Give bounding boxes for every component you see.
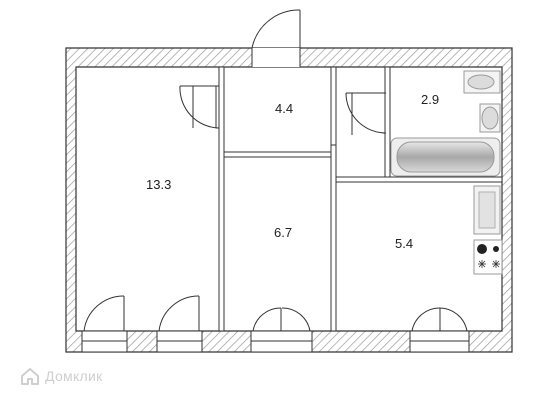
window-sashes bbox=[83, 295, 468, 332]
entrance-door bbox=[251, 9, 301, 67]
watermark-text: Домклик bbox=[45, 368, 103, 384]
door-large-room bbox=[179, 85, 220, 129]
room-area-bath: 2.9 bbox=[421, 92, 439, 107]
stove bbox=[473, 239, 503, 275]
room-area-kitchen: 5.4 bbox=[395, 236, 413, 251]
entrance-opening bbox=[252, 48, 300, 67]
door-bath bbox=[345, 92, 387, 135]
door-swings bbox=[83, 9, 468, 332]
bathroom-fixtures bbox=[390, 70, 501, 177]
room-area-large: 13.3 bbox=[146, 177, 171, 192]
windows bbox=[81, 330, 470, 353]
watermark: Домклик bbox=[20, 364, 103, 388]
room-area-middle: 6.7 bbox=[274, 225, 292, 240]
outer-wall bbox=[65, 47, 513, 353]
kitchen-fixtures bbox=[473, 185, 503, 275]
interior-walls bbox=[218, 66, 503, 332]
house-logo-icon bbox=[21, 368, 39, 385]
room-area-hall: 4.4 bbox=[275, 101, 293, 116]
